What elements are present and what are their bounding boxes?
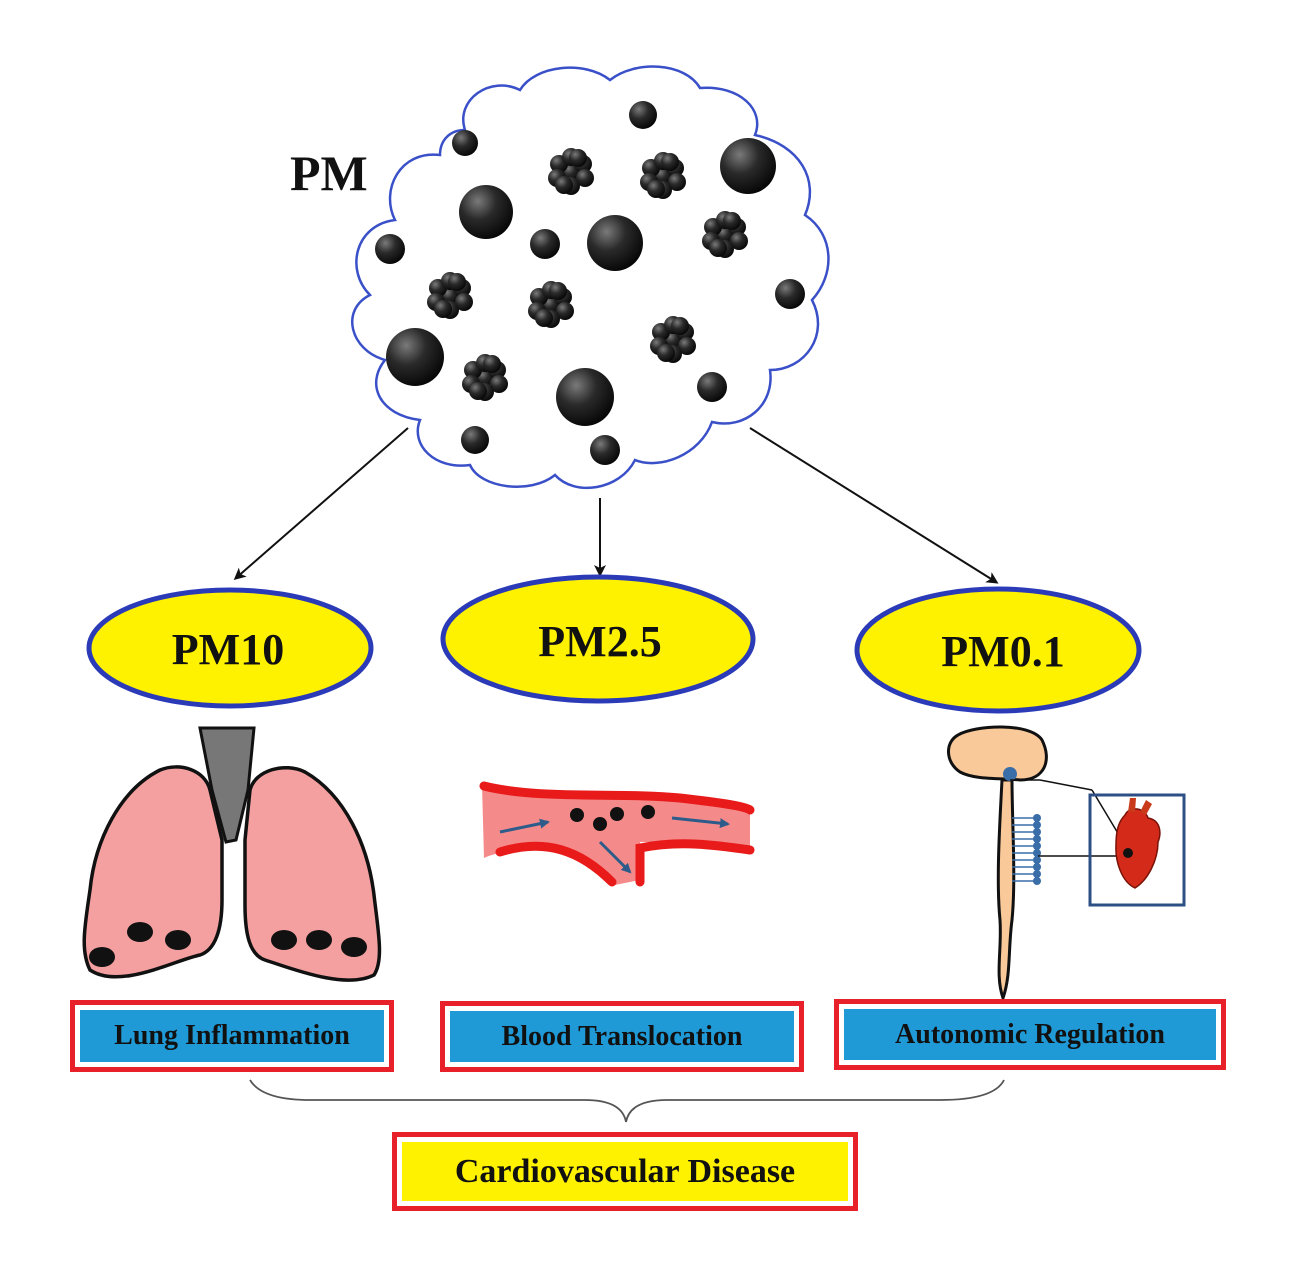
cardiovascular-disease-label: Cardiovascular Disease	[402, 1142, 848, 1201]
cluster-particle	[730, 232, 748, 250]
ganglion-bead	[1033, 863, 1041, 871]
ganglion-bead	[1033, 835, 1041, 843]
particle-cluster	[702, 211, 748, 258]
ganglion-bead	[1033, 877, 1041, 885]
particles	[375, 101, 805, 465]
particle	[587, 215, 643, 271]
cluster-particle	[671, 317, 689, 335]
cluster-particle	[448, 273, 466, 291]
particle	[530, 229, 560, 259]
particle-cluster	[427, 272, 473, 319]
lungs-icon	[82, 726, 382, 982]
particle	[452, 130, 478, 156]
ganglion-bead	[1033, 814, 1041, 822]
cluster-particle	[549, 282, 567, 300]
heart-frame	[1088, 793, 1186, 907]
pm-label: PM	[290, 145, 368, 201]
particle	[375, 234, 405, 264]
lung-inflammation-label: Lung Inflammation	[80, 1010, 384, 1062]
cluster-particle	[483, 355, 501, 373]
particle	[697, 372, 727, 402]
heart-icon	[1115, 798, 1161, 889]
brain-spinal-cord-icon	[947, 725, 1186, 1003]
pm01-label: PM0.1	[941, 627, 1064, 676]
particle	[386, 328, 444, 386]
cluster-particle	[569, 149, 587, 167]
curly-brace-icon	[249, 1079, 1005, 1123]
arrow-to-pm10	[233, 427, 409, 580]
particle	[459, 185, 513, 239]
pm-cloud: PM	[290, 65, 830, 490]
cluster-particle	[455, 293, 473, 311]
autonomic-regulation-box: Autonomic Regulation	[834, 999, 1226, 1070]
cluster-particle	[657, 344, 675, 362]
pm25-label: PM2.5	[538, 617, 661, 666]
particle	[461, 426, 489, 454]
ganglion-bead	[1033, 849, 1041, 857]
cluster-particle	[723, 212, 741, 230]
cluster-particle	[434, 300, 452, 318]
cluster-particle	[647, 180, 665, 198]
particle-cluster	[528, 281, 574, 328]
ganglion-bead	[1033, 870, 1041, 878]
cluster-particle	[668, 173, 686, 191]
cluster-particle	[661, 153, 679, 171]
pm01-ellipse: PM0.1	[854, 586, 1142, 714]
cluster-particle	[556, 302, 574, 320]
ganglion-bead	[1033, 821, 1041, 829]
lung-inflammation-box: Lung Inflammation	[70, 1000, 394, 1072]
particle	[775, 279, 805, 309]
particle-cluster	[548, 148, 594, 195]
autonomic-regulation-label: Autonomic Regulation	[844, 1009, 1216, 1060]
pm25-ellipse: PM2.5	[440, 574, 756, 704]
pm10-label: PM10	[172, 625, 284, 674]
particle	[590, 435, 620, 465]
cluster-particle	[490, 375, 508, 393]
blood-translocation-label: Blood Translocation	[450, 1011, 794, 1062]
cardiovascular-disease-box: Cardiovascular Disease	[392, 1132, 858, 1211]
ganglion-bead	[1033, 856, 1041, 864]
particle	[629, 101, 657, 129]
particle-cluster	[640, 152, 686, 199]
cluster-particle	[709, 239, 727, 257]
particle-cluster	[650, 316, 696, 363]
pm10-ellipse: PM10	[86, 587, 374, 709]
particle	[720, 138, 776, 194]
particle	[556, 368, 614, 426]
blood-translocation-box: Blood Translocation	[440, 1001, 804, 1072]
cluster-particle	[469, 382, 487, 400]
ganglion-bead	[1033, 842, 1041, 850]
ganglion-bead	[1033, 828, 1041, 836]
blood-vessel-icon	[479, 781, 755, 887]
cluster-particle	[678, 337, 696, 355]
cluster-particle	[555, 176, 573, 194]
arrow-to-pm01	[749, 427, 999, 584]
nerve-beads	[1012, 814, 1041, 885]
cluster-particle	[576, 169, 594, 187]
particle-cluster	[462, 354, 508, 401]
cluster-particle	[535, 309, 553, 327]
